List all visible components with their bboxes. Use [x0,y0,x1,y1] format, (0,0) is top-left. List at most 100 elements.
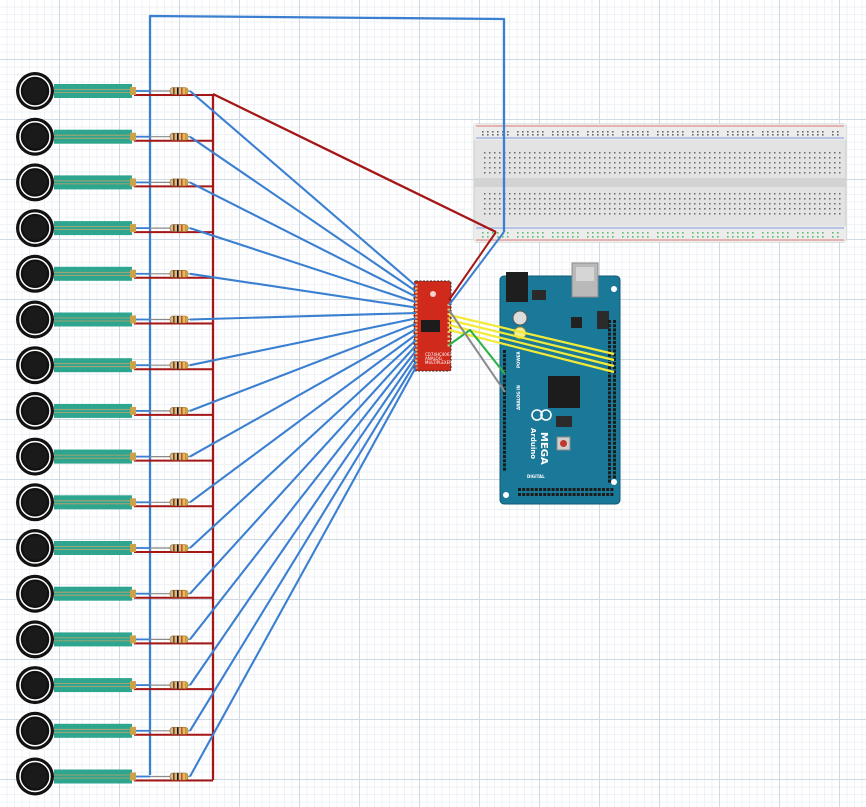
signal-wire[interactable] [189,339,417,549]
header-pin[interactable] [608,416,611,420]
header-pin[interactable] [503,467,506,471]
mux-pin[interactable] [415,287,418,290]
header-pin[interactable] [593,493,597,496]
header-pin[interactable] [572,493,576,496]
header-pin[interactable] [613,328,616,332]
header-pin[interactable] [613,349,616,353]
header-pin[interactable] [608,446,611,449]
select-line-wire[interactable] [448,318,615,362]
header-pin[interactable] [608,395,611,399]
header-pin[interactable] [608,433,611,437]
mux-pin[interactable] [415,348,418,351]
header-pin[interactable] [608,475,611,479]
breadboard[interactable] [473,123,847,243]
mux-pin[interactable] [415,359,418,362]
header-pin[interactable] [613,437,616,441]
mux-pin[interactable] [447,331,451,333]
mux-pin[interactable] [415,316,418,319]
header-pin[interactable] [530,488,534,491]
mux-pin[interactable] [415,291,418,294]
header-pin[interactable] [613,357,616,361]
header-pin[interactable] [613,467,616,470]
arduino-mega-board[interactable]: Arduino MEGA DIGITAL POWER ANALOG IN [499,262,621,505]
header-pin[interactable] [572,488,576,491]
signal-wire[interactable] [189,361,417,732]
signal-wire[interactable] [189,272,417,309]
header-pin[interactable] [613,441,616,445]
header-pin[interactable] [551,493,555,496]
signal-wire[interactable] [189,366,417,778]
mux-pin[interactable] [447,344,451,347]
header-pin[interactable] [613,412,616,416]
header-pin[interactable] [608,404,611,407]
header-pin[interactable] [613,370,616,374]
header-pin[interactable] [613,475,616,479]
wires[interactable] [134,14,615,782]
mux-pin[interactable] [415,352,418,355]
force-sensor[interactable] [16,666,190,705]
header-pin[interactable] [503,421,506,425]
signal-wire[interactable] [189,322,417,412]
header-pin[interactable] [503,362,506,366]
header-pin[interactable] [608,336,611,340]
header-pin[interactable] [602,493,605,496]
header-pin[interactable] [608,454,611,458]
header-pin[interactable] [526,488,530,491]
mux-enable-wire[interactable] [448,328,506,375]
header-pin[interactable] [613,404,616,407]
header-pin[interactable] [503,408,506,412]
header-pin[interactable] [608,408,611,412]
header-pin[interactable] [581,493,584,496]
header-pin[interactable] [503,396,506,400]
header-pin[interactable] [503,358,506,362]
mux-ground-wire[interactable] [448,231,505,306]
header-pin[interactable] [534,493,538,496]
header-pin[interactable] [503,383,506,387]
force-sensor[interactable] [16,117,190,156]
header-pin[interactable] [608,458,611,462]
header-pin[interactable] [608,399,611,403]
force-sensor[interactable] [16,437,190,476]
header-pin[interactable] [551,488,555,491]
force-sensors[interactable] [16,72,190,796]
header-pin[interactable] [568,488,572,491]
header-pin[interactable] [613,341,616,344]
mux-pin[interactable] [447,335,451,338]
header-pin[interactable] [589,488,593,491]
force-sensor[interactable] [16,757,190,796]
mux-pin[interactable] [447,308,451,311]
header-pin[interactable] [503,366,506,370]
mux-pin[interactable] [415,330,418,333]
header-pin[interactable] [608,378,611,382]
header-pin[interactable] [597,488,601,491]
header-pin[interactable] [613,399,616,403]
header-pin[interactable] [503,438,506,442]
header-pin[interactable] [613,458,616,462]
header-pin[interactable] [613,387,616,391]
signal-wire[interactable] [189,350,417,641]
mux-pin[interactable] [447,340,451,342]
header-pin[interactable] [608,420,611,424]
header-pin[interactable] [613,454,616,458]
power-to-breadboard-wire[interactable] [212,92,497,234]
header-pin[interactable] [606,488,610,491]
header-pin[interactable] [613,336,616,340]
header-pin[interactable] [602,488,605,491]
header-pin[interactable] [589,493,593,496]
header-pin[interactable] [526,493,530,496]
arduino-header-pins[interactable] [503,320,616,496]
mux-pin[interactable] [415,327,418,330]
header-pin[interactable] [613,395,616,399]
header-pin[interactable] [608,374,611,378]
header-pin[interactable] [555,493,559,496]
header-pin[interactable] [610,493,614,496]
header-pin[interactable] [613,374,616,378]
signal-wire[interactable] [189,135,417,293]
header-pin[interactable] [564,493,568,496]
header-pin[interactable] [613,433,616,437]
header-pin[interactable] [613,345,616,349]
select-line-wire[interactable] [448,323,615,368]
header-pin[interactable] [608,437,611,441]
header-pin[interactable] [503,392,506,395]
force-sensor[interactable] [16,529,190,567]
